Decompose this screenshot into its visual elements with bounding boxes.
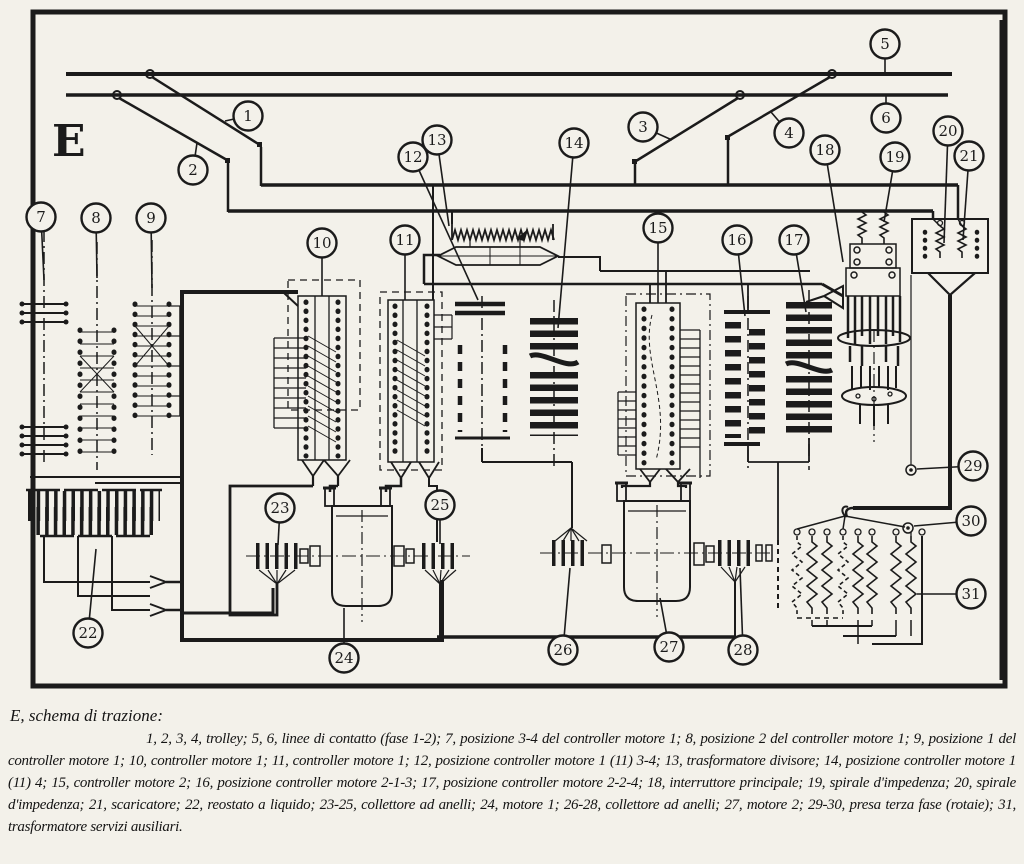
callout-leader-12 — [412, 156, 479, 301]
component-31-aux-transformer — [790, 505, 926, 645]
callout-number-3: 3 — [638, 118, 648, 136]
callout-circle-30 — [955, 505, 987, 537]
callout-number-27: 27 — [659, 638, 678, 656]
callout-circle-31 — [955, 578, 987, 610]
callout-circle-5 — [869, 28, 901, 60]
callout-circle-24 — [328, 642, 360, 674]
callout-number-15: 15 — [648, 219, 667, 237]
callout-number-28: 28 — [733, 641, 752, 659]
callout-number-16: 16 — [727, 231, 746, 249]
callout-number-19: 19 — [885, 148, 904, 166]
callout-number-8: 8 — [91, 209, 101, 227]
component-15-controller-motor2 — [617, 271, 711, 488]
component-23-slip-rings — [256, 543, 302, 585]
callout-circle-11 — [389, 224, 421, 256]
component-22-liquid-rheostat — [26, 476, 182, 617]
callout-circle-12 — [397, 141, 429, 173]
callout-number-30: 30 — [961, 512, 980, 530]
component-8-contact-bank — [77, 242, 117, 470]
callout-circle-3 — [627, 111, 659, 143]
callout-number-22: 22 — [78, 624, 97, 642]
callout-circle-19 — [879, 141, 911, 173]
callout-circle-18 — [809, 134, 841, 166]
callout-circle-8 — [80, 202, 112, 234]
callout-circle-28 — [727, 634, 759, 666]
callout-number-11: 11 — [395, 231, 414, 249]
component-18-main-switch — [805, 211, 911, 442]
callout-circle-27 — [653, 631, 685, 663]
callout-number-24: 24 — [334, 649, 353, 667]
component-14-position-bars — [528, 300, 580, 470]
component-12-position-bars — [455, 296, 510, 462]
callout-circle-14 — [558, 127, 590, 159]
callout-number-7: 7 — [36, 208, 46, 226]
trolley-arms — [112, 69, 837, 212]
callout-number-6: 6 — [881, 109, 891, 127]
callout-number-26: 26 — [553, 641, 572, 659]
callout-number-23: 23 — [270, 499, 289, 517]
callout-circle-7 — [25, 201, 57, 233]
figure-label: E — [52, 116, 86, 167]
component-11-controller-motor1 — [379, 291, 453, 542]
callout-circle-1 — [232, 100, 264, 132]
callout-circle-6 — [870, 102, 902, 134]
bold-return-wires — [180, 290, 735, 642]
callout-number-17: 17 — [784, 231, 803, 249]
component-17-position-bars — [747, 290, 834, 612]
component-21-arrester-box — [844, 218, 989, 518]
callout-circle-2 — [177, 154, 209, 186]
main-bus-wires — [228, 183, 960, 300]
callout-circle-4 — [773, 117, 805, 149]
diagram-border — [30, 9, 1008, 689]
caption-body: 1, 2, 3, 4, trolley; 5, 6, linee di cont… — [8, 731, 1016, 835]
caption-title: E, schema di trazione: — [10, 706, 163, 725]
callout-number-1: 1 — [243, 107, 253, 125]
callout-number-18: 18 — [815, 141, 834, 159]
callout-number-13: 13 — [427, 131, 446, 149]
callout-number-14: 14 — [564, 134, 583, 152]
component-9-contact-bank — [132, 240, 181, 455]
callout-circle-26 — [547, 634, 579, 666]
component-13-divider-transformer — [435, 224, 561, 266]
callout-circle-21 — [953, 140, 985, 172]
callout-circle-29 — [957, 450, 989, 482]
component-28-slip-rings — [718, 540, 773, 639]
callout-number-29: 29 — [963, 457, 982, 475]
component-25-slip-rings — [422, 543, 458, 639]
callout-number-2: 2 — [188, 161, 198, 179]
callout-number-25: 25 — [430, 496, 449, 514]
callout-circle-13 — [421, 124, 453, 156]
figure-caption: E, schema di trazione: 1, 2, 3, 4, troll… — [0, 698, 1024, 864]
callout-leader-14 — [557, 142, 575, 329]
callout-number-21: 21 — [959, 147, 978, 165]
callout-circle-25 — [424, 489, 456, 521]
callout-circle-23 — [264, 492, 296, 524]
callout-circle-15 — [642, 212, 674, 244]
component-10-controller-motor1 — [273, 279, 361, 486]
callout-number-31: 31 — [961, 585, 980, 603]
traction-scheme-diagram: E — [19, 9, 1008, 689]
callout-number-20: 20 — [938, 122, 957, 140]
callout-circle-9 — [135, 202, 167, 234]
component-29-30-rail-taps — [902, 275, 917, 534]
callout-number-10: 10 — [312, 234, 331, 252]
callout-circle-22 — [72, 617, 104, 649]
callout-number-4: 4 — [784, 124, 794, 142]
callout-number-12: 12 — [403, 148, 422, 166]
callout-circle-10 — [306, 227, 338, 259]
component-16-position-bars — [724, 284, 770, 470]
callout-circle-16 — [721, 224, 753, 256]
callout-leader-18 — [824, 149, 844, 263]
callout-leader-20 — [943, 130, 949, 244]
callout-circle-20 — [932, 115, 964, 147]
callout-circle-17 — [778, 224, 810, 256]
callout-number-5: 5 — [880, 35, 890, 53]
component-27-motor-2 — [540, 481, 772, 617]
callout-number-9: 9 — [146, 209, 156, 227]
component-26-slip-rings — [552, 527, 590, 566]
wire-to-collector-26 — [482, 461, 573, 528]
